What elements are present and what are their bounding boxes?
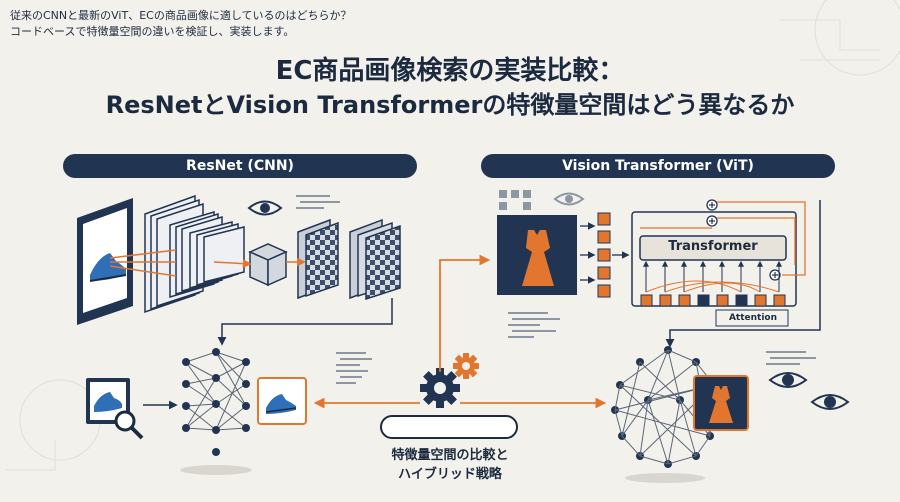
gear-icon xyxy=(420,368,460,408)
resnet-input-image xyxy=(77,198,133,325)
resnet-conv-layers xyxy=(144,194,245,314)
transformer-block xyxy=(631,199,806,327)
vit-input-image xyxy=(497,215,577,295)
gear-icon-small xyxy=(453,353,479,379)
intro-note-line-2: コードベースで特徴量空間の違いを検証し、実装します。 xyxy=(10,25,295,38)
dress-icon xyxy=(522,230,554,286)
attention-label: Attention xyxy=(728,313,778,323)
patch-grid-icon xyxy=(499,190,531,210)
center-caption-line-2: ハイブリッド戦略 xyxy=(398,467,502,482)
result-dress-card xyxy=(693,375,749,431)
code-lines-icon-right xyxy=(508,312,560,338)
intro-note-line-1: 従来のCNNと最新のViT、ECの商品画像に適しているのはどちらか？ xyxy=(10,9,352,22)
eye-icon-large-1 xyxy=(768,372,808,388)
center-flow-arrows xyxy=(313,254,607,409)
eye-icon xyxy=(247,200,283,216)
vit-neural-network-icon xyxy=(611,346,718,483)
query-image-icon xyxy=(86,378,144,440)
neural-network-icon xyxy=(180,348,252,475)
code-lines-icon-center xyxy=(336,352,372,384)
vit-section-label: Vision Transformer (ViT) xyxy=(481,154,835,178)
image-search-bar[interactable] xyxy=(380,415,518,439)
eye-icon-right xyxy=(553,192,585,206)
magnifier-icon xyxy=(114,410,144,440)
center-caption-line-1: 特徴量空間の比較と xyxy=(391,448,509,463)
page-title-line-1: EC商品画像検索の実装比較： xyxy=(275,56,625,86)
code-lines-icon-far-right xyxy=(766,351,816,365)
center-caption: 特徴量空間の比較と ハイブリッド戦略 xyxy=(330,446,570,484)
intro-note: 従来のCNNと最新のViT、ECの商品画像に適しているのはどちらか？ コードベー… xyxy=(10,8,480,40)
resnet-flow-arrows xyxy=(109,249,306,277)
eye-icon-large-2 xyxy=(810,394,850,410)
resnet-cube xyxy=(248,243,288,287)
page-title-line-2: ResNetとVision Transformerの特徴量空間はどう異なるか xyxy=(105,91,795,119)
resnet-section-label: ResNet (CNN) xyxy=(63,154,417,178)
shoe-icon xyxy=(89,253,127,282)
page-title: EC商品画像検索の実装比較： ResNetとVision Transformer… xyxy=(60,54,840,122)
code-lines-icon xyxy=(296,195,340,209)
resnet-feature-maps xyxy=(297,218,401,301)
result-shoe-card xyxy=(257,377,307,425)
transformer-label: Transformer xyxy=(668,239,758,254)
vit-patch-tokens xyxy=(597,212,611,298)
